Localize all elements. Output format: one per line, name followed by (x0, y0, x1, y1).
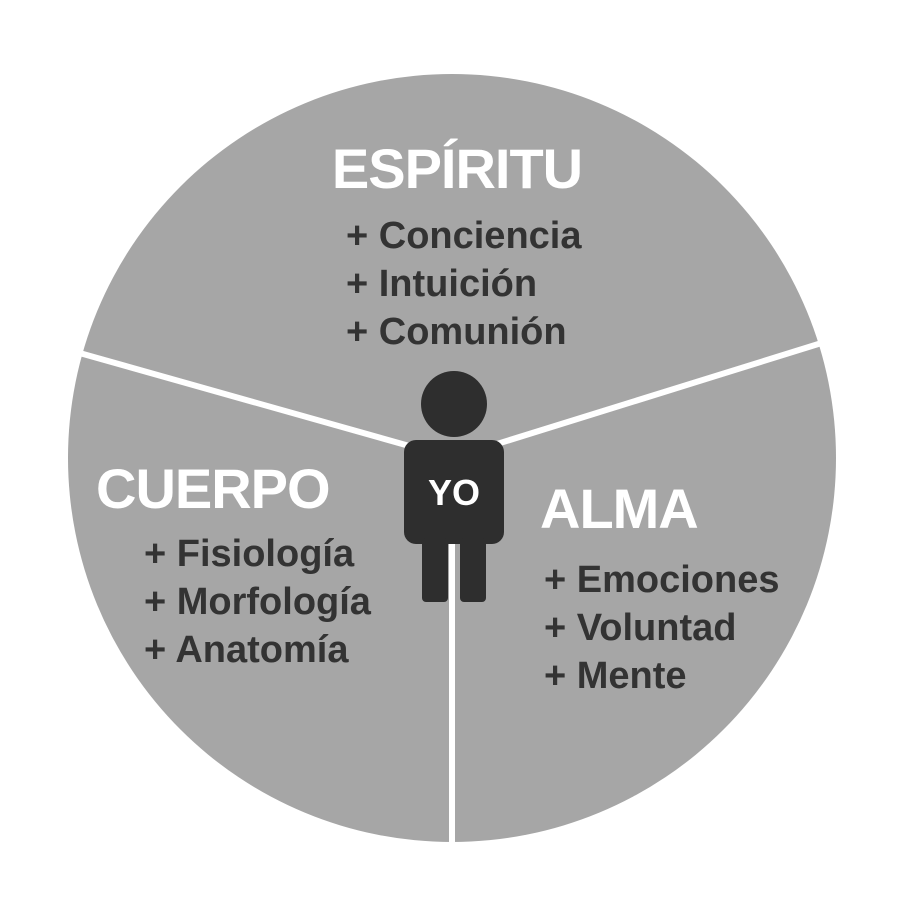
divider-line-left (75, 349, 453, 461)
person-head (421, 371, 487, 437)
section-item-anatomia: + Anatomía (144, 629, 349, 671)
section-title-cuerpo: CUERPO (96, 457, 330, 520)
section-espiritu: ESPÍRITU + Conciencia + Intuición + Comu… (332, 137, 583, 353)
section-item-intuicion: + Intuición (346, 263, 537, 305)
person-body (404, 440, 504, 544)
section-cuerpo: CUERPO + Fisiología + Morfología + Anato… (96, 457, 372, 671)
section-alma: ALMA + Emociones + Voluntad + Mente (540, 477, 779, 697)
section-item-fisiologia: + Fisiología (144, 533, 355, 575)
person-leg-right (460, 538, 486, 602)
section-item-mente: + Mente (544, 655, 687, 697)
section-item-morfologia: + Morfología (144, 581, 372, 623)
section-item-emociones: + Emociones (544, 559, 779, 601)
section-title-alma: ALMA (540, 477, 698, 540)
section-item-conciencia: + Conciencia (346, 215, 582, 257)
person-icon: YO (404, 371, 504, 602)
person-leg-left (422, 538, 448, 602)
person-label: YO (428, 472, 480, 513)
section-item-comunion: + Comunión (346, 311, 567, 353)
section-title-espiritu: ESPÍRITU (332, 137, 582, 200)
section-item-voluntad: + Voluntad (544, 607, 736, 649)
divider-line-right (451, 338, 829, 461)
